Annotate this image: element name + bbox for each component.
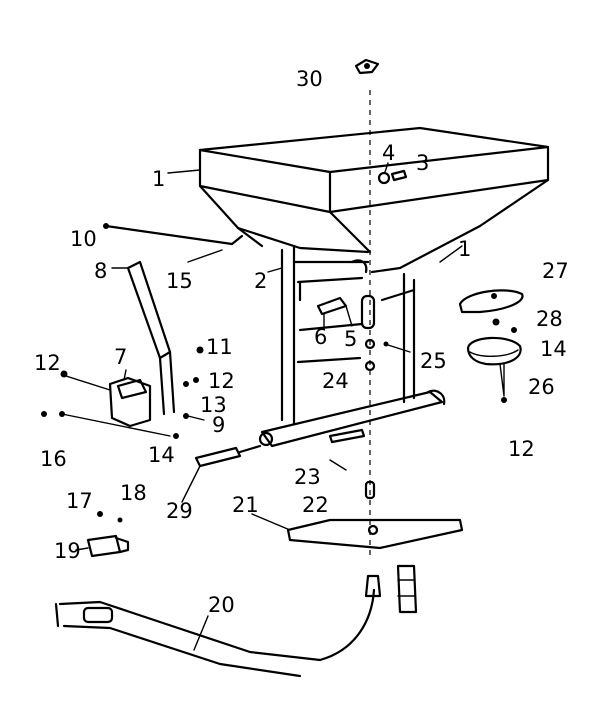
rod-leader (187, 249, 223, 263)
part-label-12c: 12 (508, 437, 535, 461)
cable (54, 574, 382, 678)
part-label-5: 5 (344, 327, 357, 351)
control-rod (103, 223, 244, 246)
shaft-clips (364, 338, 411, 372)
part-label-4: 4 (382, 141, 395, 165)
part-label-22: 22 (302, 493, 329, 517)
shaft-pin (328, 428, 366, 471)
top-knob (354, 58, 380, 75)
part-label-6: 6 (314, 325, 327, 349)
part-label-19: 19 (54, 539, 81, 563)
part-label-12b: 12 (208, 369, 235, 393)
part-label-10: 10 (70, 227, 97, 251)
handle-bracket (108, 369, 152, 428)
part-label-14b: 14 (148, 443, 175, 467)
part-label-13: 13 (200, 393, 227, 417)
drive-shaft (396, 564, 418, 614)
bottom-plate (251, 513, 464, 550)
part-label-12: 12 (34, 351, 61, 375)
part-label-14: 14 (540, 337, 567, 361)
part-label-25: 25 (420, 349, 447, 373)
part-label-29: 29 (166, 499, 193, 523)
part-label-30: 30 (296, 67, 323, 91)
part-label-23: 23 (294, 465, 321, 489)
part-label-27: 27 (542, 259, 569, 283)
part-label-2: 2 (254, 269, 267, 293)
part-label-7: 7 (114, 345, 127, 369)
part-label-26: 26 (528, 375, 555, 399)
hopper (167, 126, 550, 274)
part-label-1b: 1 (458, 237, 471, 261)
spinner-assembly (458, 289, 524, 403)
handle-lever (111, 260, 176, 416)
part-label-8: 8 (94, 259, 107, 283)
fitting-assembly (75, 511, 130, 558)
fasteners (41, 346, 205, 439)
part-label-16: 16 (40, 447, 67, 471)
part-label-15: 15 (166, 269, 193, 293)
part-label-24: 24 (322, 369, 349, 393)
part-label-1: 1 (152, 167, 165, 191)
part-label-11: 11 (206, 335, 233, 359)
bearing-assembly (316, 294, 376, 330)
gate-knob (377, 162, 408, 185)
part-label-17: 17 (66, 489, 93, 513)
part-label-20: 20 (208, 593, 235, 617)
axle-bar (181, 389, 446, 503)
part-label-3: 3 (416, 151, 429, 175)
part-label-28: 28 (536, 307, 563, 331)
part-label-21: 21 (232, 493, 259, 517)
part-label-9: 9 (212, 413, 225, 437)
part-label-18: 18 (120, 481, 147, 505)
shaft-coupler (364, 480, 376, 500)
frame (267, 244, 416, 426)
